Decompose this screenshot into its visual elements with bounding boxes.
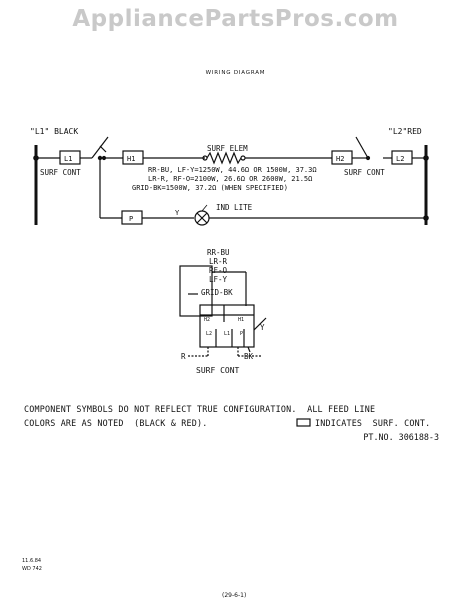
- legend-rf-o: RF-O: [209, 266, 228, 275]
- terminal-h1: H1: [127, 155, 135, 163]
- legend-lf-y: LF-Y: [209, 275, 228, 284]
- terminal-l2: L2: [396, 155, 404, 163]
- diagram-title: WIRING DIAGRAM: [205, 70, 266, 76]
- legend-lr-r: LR-R: [209, 257, 228, 266]
- terminal-l1: L1: [64, 155, 72, 163]
- control-terminal-l2: L2: [206, 331, 212, 337]
- control-wire-r: R: [181, 352, 186, 361]
- wire-y-label: Y: [175, 209, 180, 217]
- ind-lite-label: IND LITE: [216, 203, 253, 212]
- surf-cont-right-label: SURF CONT: [344, 168, 385, 177]
- footer-code: WD 742: [22, 566, 42, 572]
- control-terminal-l1: L1: [224, 331, 230, 337]
- terminal-p: P: [129, 215, 133, 223]
- wire-legend-bracket: [179, 265, 213, 317]
- legend-grid-bk: GRID-BK: [201, 288, 233, 297]
- watermark: AppliancePartsPros.com: [72, 6, 399, 32]
- part-number: PT.NO. 306188-3: [363, 432, 439, 442]
- right-switch-blade: [355, 136, 369, 159]
- control-wire-y: Y: [260, 323, 265, 332]
- control-caption: SURF CONT: [196, 366, 240, 375]
- control-wire-bk: BK: [244, 352, 254, 361]
- left-switch-blade: [91, 136, 109, 159]
- control-terminal-h1: H1: [238, 317, 244, 323]
- control-terminal-h2: H2: [204, 317, 210, 323]
- control-terminal-p: P: [240, 331, 243, 337]
- note-line-2b: INDICATES SURF. CONT.: [315, 418, 431, 428]
- note-line-2a: COLORS ARE AS NOTED (BLACK & RED).: [24, 418, 208, 428]
- note-line-1: COMPONENT SYMBOLS DO NOT REFLECT TRUE CO…: [24, 404, 376, 414]
- surf-elem-label: SURF ELEM: [207, 144, 248, 153]
- surf-cont-box: [199, 304, 255, 348]
- l1-line-label: "L1" BLACK: [30, 127, 78, 136]
- element-spec-3: GRID-BK=1500W, 37.2Ω (WHEN SPECIFIED): [132, 184, 288, 192]
- surf-cont-left-label: SURF CONT: [40, 168, 81, 177]
- element-spec-2: LR-R, RF-O=2100W, 26.6Ω OR 2600W, 21.5Ω: [148, 175, 312, 183]
- footer-date: 11.6.84: [22, 558, 42, 564]
- legend-rr-bu: RR-BU: [207, 248, 230, 257]
- element-spec-1: RR-BU, LF-Y=1250W, 44.6Ω OR 1500W, 37.3Ω: [148, 166, 317, 174]
- surf-elem-resistor: [206, 151, 242, 165]
- l2-line-label: "L2"RED: [388, 127, 422, 136]
- surf-cont-symbol: [296, 418, 311, 427]
- footer-bottom-text: (29-6-1): [222, 592, 247, 599]
- terminal-h2: H2: [336, 155, 344, 163]
